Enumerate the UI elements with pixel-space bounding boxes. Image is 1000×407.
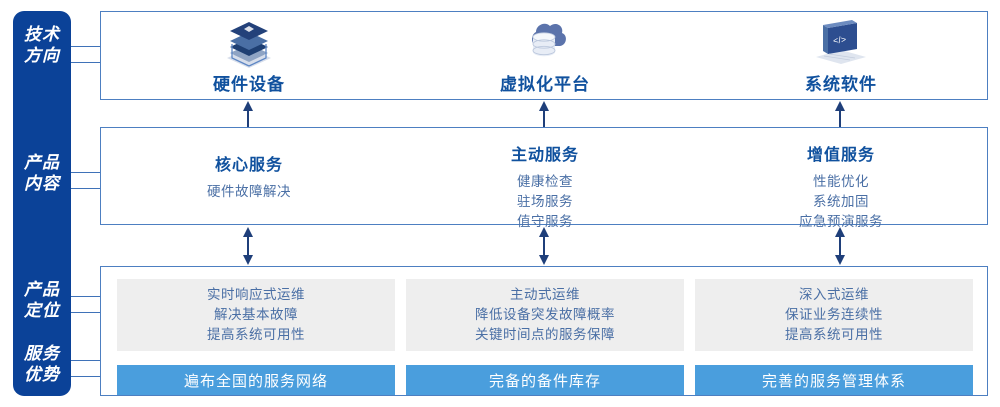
- content-item: 健康检查: [517, 174, 573, 189]
- connector-line: [71, 46, 101, 47]
- rail-label-line: 服务: [24, 344, 60, 363]
- tech-column-system-software[interactable]: </> 系统软件: [693, 12, 989, 99]
- content-heading: 增值服务: [806, 147, 875, 164]
- arrow-up-hardware: [243, 101, 253, 127]
- product-position-panel: 实时响应式运维 解决基本故障 提高系统可用性 遍布全国的服务网络 主动式运维 降…: [100, 266, 988, 396]
- position-line: 提高系统可用性: [207, 327, 305, 342]
- position-line: 主动式运维: [510, 287, 580, 302]
- content-item: 应急预演服务: [799, 214, 883, 229]
- connector-line: [71, 312, 101, 313]
- arrow-updown-middle: [539, 227, 549, 265]
- position-column-deep[interactable]: 深入式运维 保证业务连续性 提高系统可用性 完善的服务管理体系: [695, 279, 973, 395]
- rail-label-product-content: 产品 内容: [13, 152, 71, 194]
- rail-label-product-position: 产品 定位: [13, 279, 71, 321]
- tech-column-virtualization[interactable]: 虚拟化平台: [397, 12, 693, 99]
- position-column-realtime[interactable]: 实时响应式运维 解决基本故障 提高系统可用性 遍布全国的服务网络: [117, 279, 395, 395]
- arrow-up-virtualization: [539, 101, 549, 127]
- server-stack-icon: [218, 16, 280, 68]
- laptop-code-icon: </>: [810, 16, 872, 68]
- content-item: 值守服务: [517, 214, 573, 229]
- rail-label-line: 产品: [24, 153, 60, 172]
- content-item: 系统加固: [813, 194, 869, 209]
- tech-title: 系统软件: [805, 75, 877, 94]
- advantage-bar[interactable]: 遍布全国的服务网络: [117, 365, 395, 395]
- position-box: 主动式运维 降低设备突发故障概率 关键时间点的服务保障: [406, 279, 684, 351]
- connector-line: [71, 62, 101, 63]
- position-line: 深入式运维: [799, 287, 869, 302]
- content-column-value-added[interactable]: 增值服务 性能优化 系统加固 应急预演服务: [693, 128, 989, 229]
- arrow-up-system-software: [835, 101, 845, 127]
- advantage-bar[interactable]: 完备的备件库存: [406, 365, 684, 395]
- arrow-updown-right: [835, 227, 845, 265]
- rail-label-line: 优势: [24, 365, 60, 384]
- position-line: 实时响应式运维: [207, 287, 305, 302]
- connector-line: [71, 172, 101, 173]
- position-box: 深入式运维 保证业务连续性 提高系统可用性: [695, 279, 973, 351]
- rail-label-line: 内容: [24, 174, 60, 193]
- category-rail: [13, 11, 71, 396]
- position-line: 降低设备突发故障概率: [475, 307, 615, 322]
- rail-label-line: 产品: [24, 280, 60, 299]
- connector-line: [71, 296, 101, 297]
- rail-label-tech-direction: 技术 方向: [13, 24, 71, 66]
- position-column-proactive[interactable]: 主动式运维 降低设备突发故障概率 关键时间点的服务保障 完备的备件库存: [406, 279, 684, 395]
- advantage-bar[interactable]: 完善的服务管理体系: [695, 365, 973, 395]
- position-line: 保证业务连续性: [785, 307, 883, 322]
- tech-title: 虚拟化平台: [500, 75, 590, 94]
- content-heading: 核心服务: [214, 157, 283, 174]
- content-item: 性能优化: [813, 174, 869, 189]
- position-line: 解决基本故障: [214, 307, 298, 322]
- rail-label-line: 方向: [24, 46, 60, 65]
- content-column-core[interactable]: 核心服务 硬件故障解决: [101, 128, 397, 224]
- svg-text:</>: </>: [832, 34, 846, 46]
- position-box: 实时响应式运维 解决基本故障 提高系统可用性: [117, 279, 395, 351]
- rail-label-line: 技术: [24, 25, 60, 44]
- content-item: 硬件故障解决: [207, 184, 291, 199]
- rail-label-line: 定位: [24, 301, 60, 320]
- product-content-panel: 核心服务 硬件故障解决 主动服务 健康检查 驻场服务 值守服务 增值服务 性能优…: [100, 127, 989, 229]
- connector-line: [71, 376, 101, 377]
- position-line: 关键时间点的服务保障: [475, 327, 615, 342]
- cloud-database-icon: [514, 16, 576, 68]
- content-column-proactive[interactable]: 主动服务 健康检查 驻场服务 值守服务: [397, 128, 693, 229]
- position-line: 提高系统可用性: [785, 327, 883, 342]
- connector-line: [71, 360, 101, 361]
- tech-title: 硬件设备: [213, 75, 285, 94]
- connector-line: [71, 188, 101, 189]
- arrow-updown-left: [243, 227, 253, 265]
- rail-label-service-advantage: 服务 优势: [13, 343, 71, 385]
- content-item: 驻场服务: [517, 194, 573, 209]
- content-heading: 主动服务: [510, 147, 579, 164]
- tech-column-hardware[interactable]: 硬件设备: [101, 12, 397, 99]
- tech-direction-panel: 硬件设备 虚拟化平台: [100, 11, 988, 100]
